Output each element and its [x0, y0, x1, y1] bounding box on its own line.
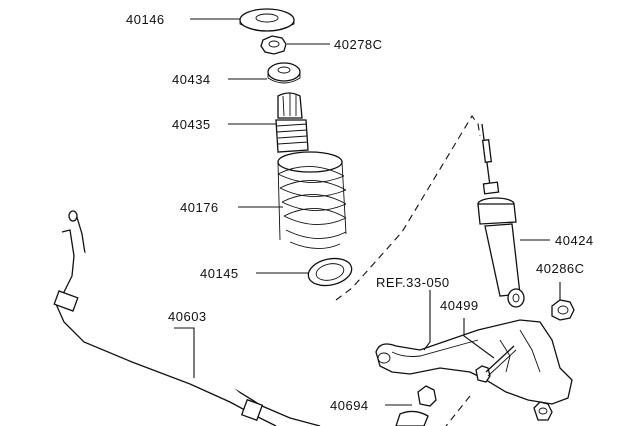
label-40146: 40146	[126, 12, 165, 27]
reference-label: REF.33-050	[376, 275, 450, 290]
label-40176: 40176	[180, 200, 219, 215]
lower-control-arm	[375, 319, 573, 405]
stabilizer-link-nut	[395, 385, 437, 426]
label-40499: 40499	[440, 298, 479, 313]
label-40145: 40145	[200, 266, 239, 281]
label-40434: 40434	[172, 72, 211, 87]
label-40694: 40694	[330, 398, 369, 413]
shock-absorber	[477, 123, 525, 308]
mount-nut	[260, 35, 287, 55]
label-40603: 40603	[168, 309, 207, 324]
shock-lower-nut	[551, 299, 575, 321]
assembly-guide-line-lower	[445, 395, 471, 426]
label-40435: 40435	[172, 117, 211, 132]
label-40424: 40424	[555, 233, 594, 248]
knuckle-nut	[533, 401, 553, 421]
bump-stop-cap	[267, 62, 301, 84]
bump-stop-boot	[275, 92, 309, 153]
assembly-guide-line	[335, 115, 481, 301]
label-40278c: 40278C	[334, 37, 383, 52]
coil-spring	[277, 151, 347, 249]
label-40286c: 40286C	[536, 261, 585, 276]
shock-bolt	[475, 345, 517, 383]
upper-mount-plate	[239, 8, 295, 32]
lower-spring-pad	[307, 257, 353, 287]
stabilizer-bar	[53, 210, 321, 426]
